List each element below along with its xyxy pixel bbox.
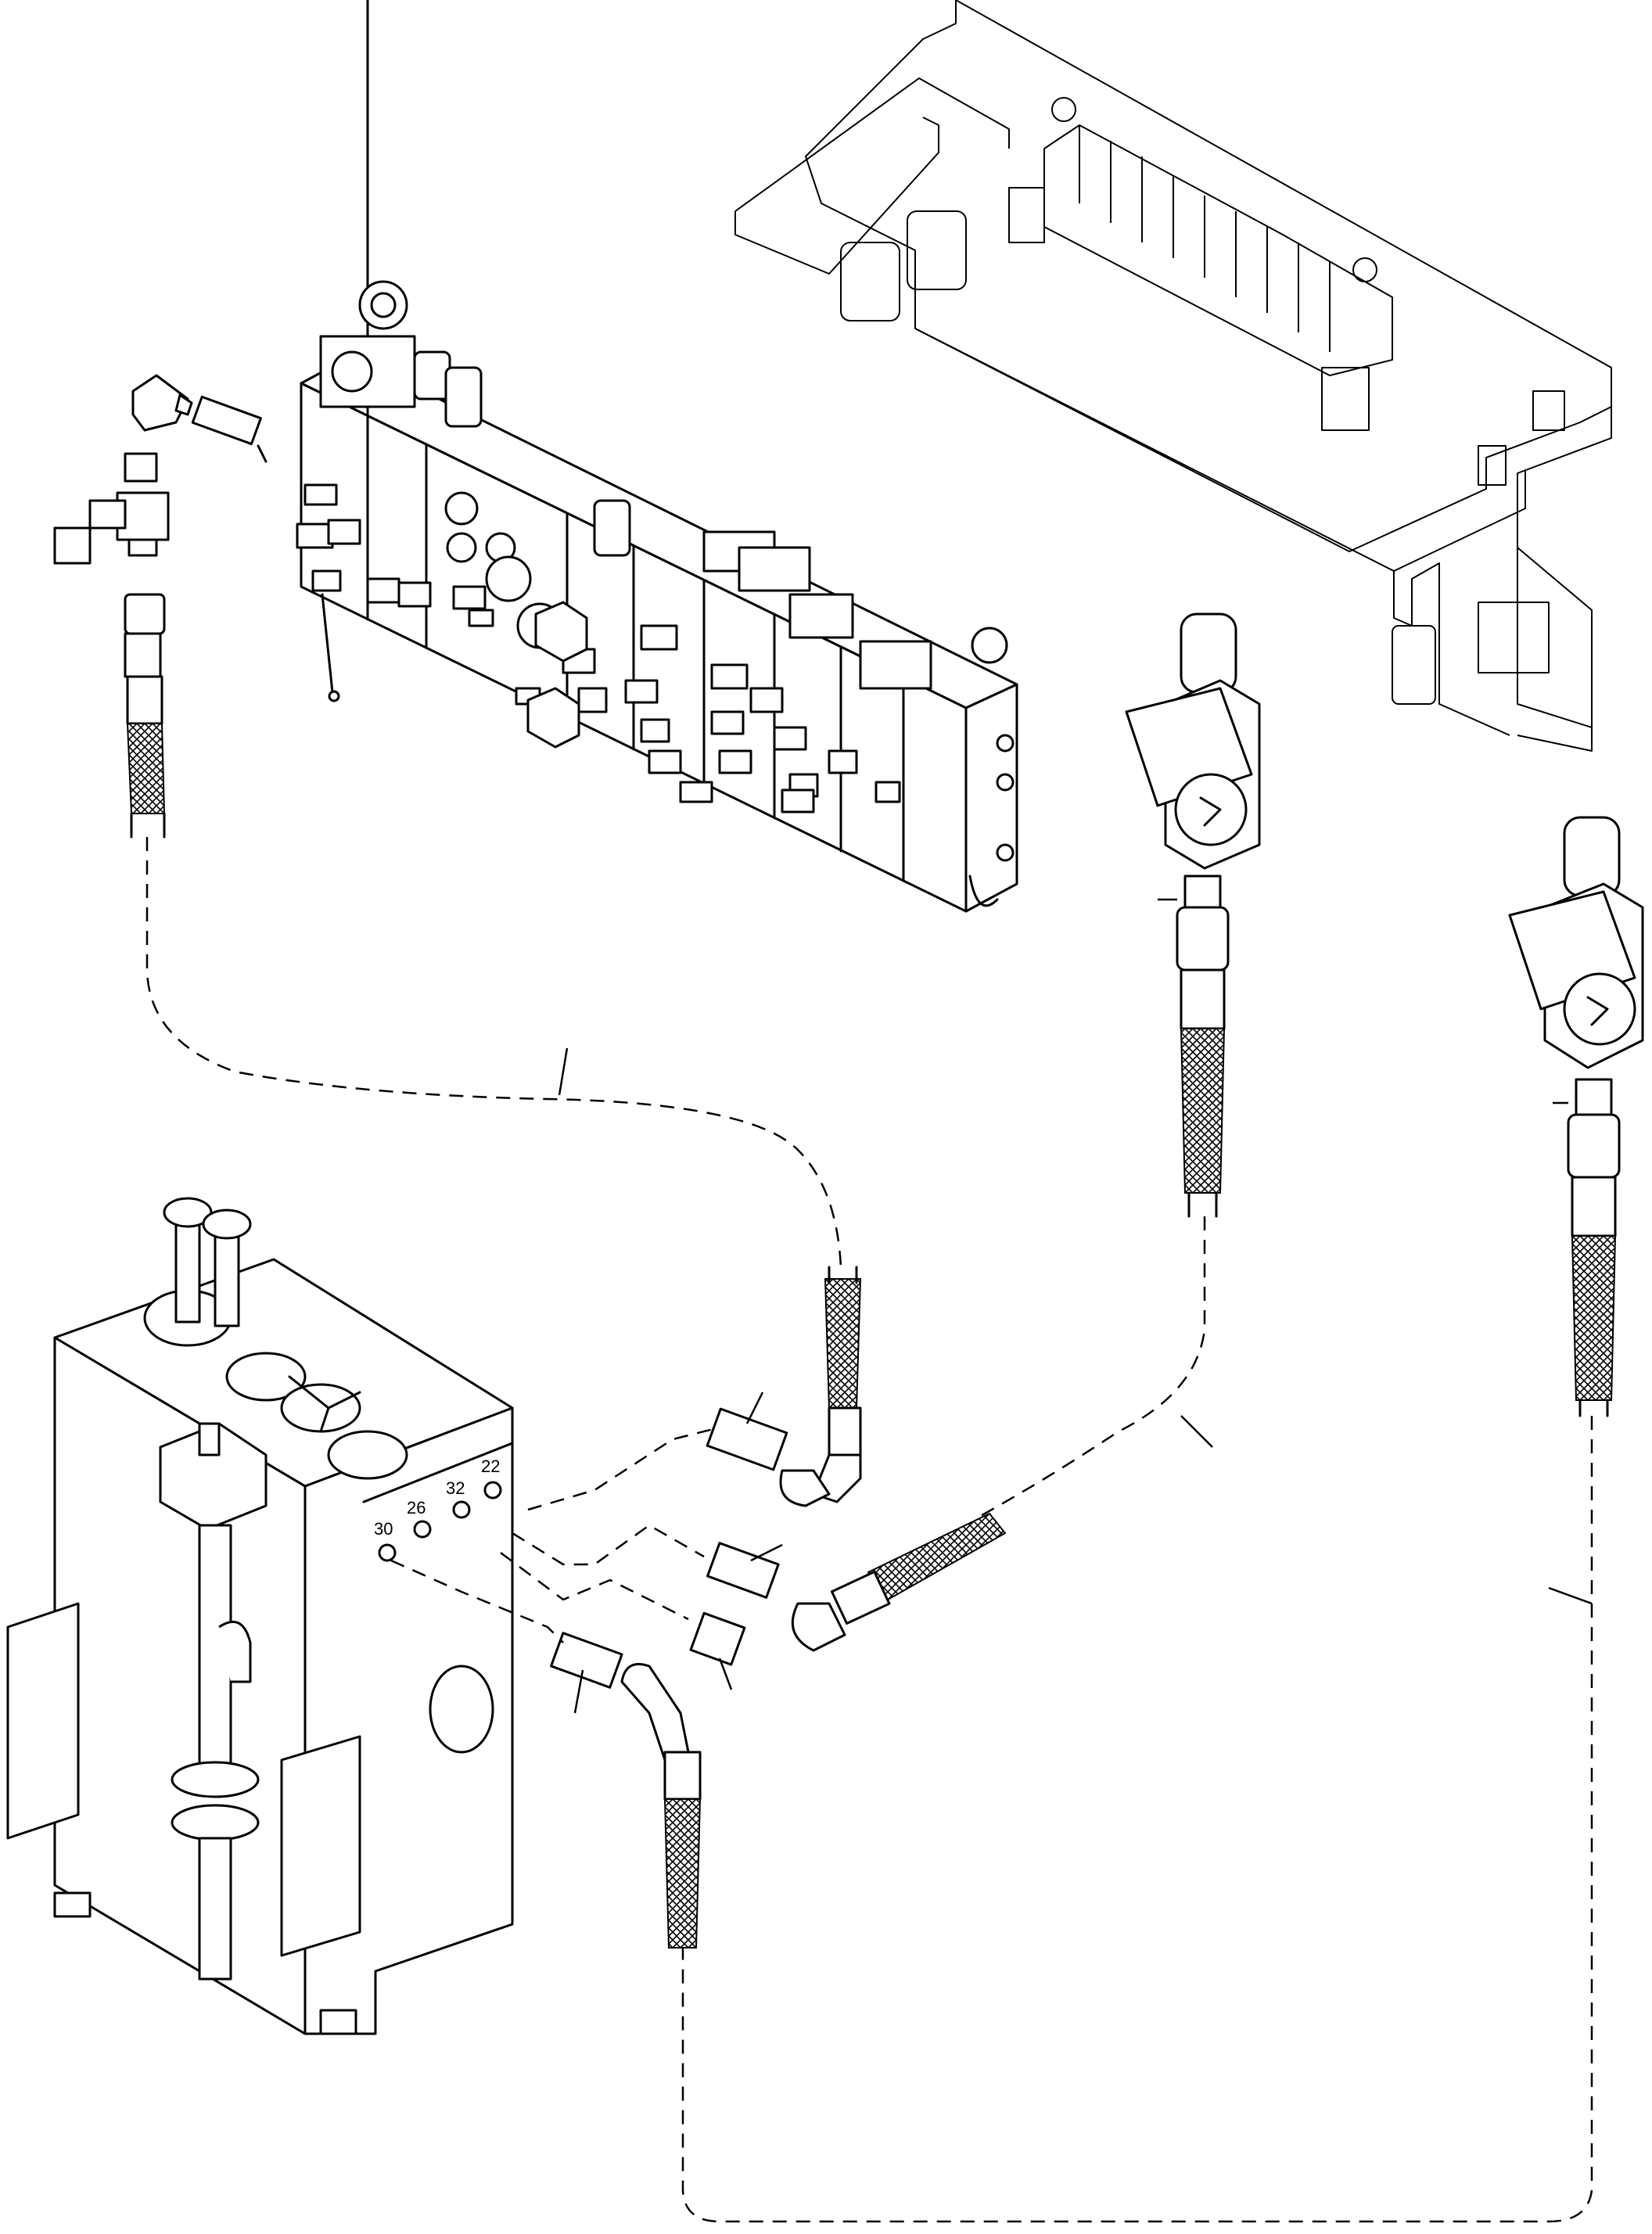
tee-fitting-group — [53, 374, 268, 839]
hose-routing-lines — [145, 837, 1593, 2223]
hydraulic-tank — [6, 1197, 514, 2035]
tank-return-hose-fittings — [550, 1266, 1007, 1948]
port-label-26: 26 — [407, 1498, 426, 1517]
tank-port-labels: 22 32 26 30 — [374, 1456, 500, 1539]
port-label-32: 32 — [446, 1478, 465, 1498]
main-control-valve-block — [296, 0, 1018, 913]
frame-assembly-overview — [734, 0, 1612, 752]
port-label-30: 30 — [374, 1519, 393, 1539]
relief-valve-assembly-2 — [1508, 816, 1644, 1417]
relief-valve-assembly-1 — [1125, 612, 1261, 1218]
port-label-22: 22 — [481, 1456, 500, 1476]
